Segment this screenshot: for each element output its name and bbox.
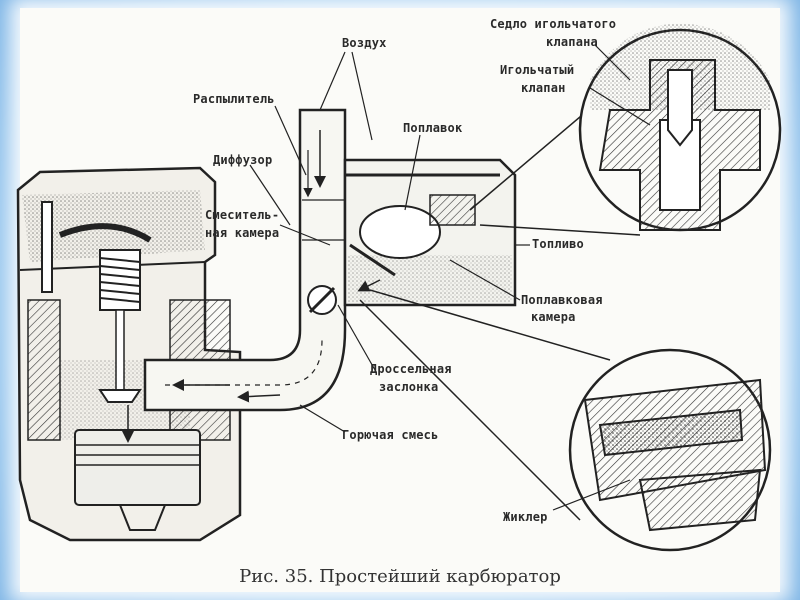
piston	[74, 405, 201, 531]
label-air: Воздух	[342, 36, 387, 50]
label-throttle-1: Дроссельная	[370, 362, 452, 376]
label-float: Поплавок	[403, 121, 463, 135]
float-chamber	[343, 158, 517, 307]
figure-caption: Рис. 35. Простейший карбюратор	[239, 566, 561, 587]
valve-spring-assembly	[41, 201, 152, 403]
label-float-chamber-1: Поплавковая	[521, 293, 603, 307]
label-mixing-chamber-1: Смеситель-	[205, 208, 280, 222]
label-diffuser: Диффузор	[213, 153, 273, 167]
label-needle-valve-1: Игольчатый	[500, 63, 575, 77]
label-fuel-mixture: Горючая смесь	[342, 428, 439, 442]
label-jet: Жиклер	[503, 510, 548, 524]
needle-valve-detail-circle	[469, 23, 782, 236]
label-throttle-2: заслонка	[379, 380, 439, 394]
label-fuel: Топливо	[532, 237, 584, 251]
label-mixing-chamber-2: ная камера	[205, 226, 280, 240]
label-float-chamber-2: камера	[531, 310, 576, 324]
label-needle-valve-2: клапан	[521, 81, 566, 95]
label-needle-seat-1: Седло игольчатого	[490, 17, 617, 31]
label-leader-lines	[249, 44, 651, 511]
jet-detail-circle	[359, 289, 772, 552]
intake-pipe	[143, 108, 347, 412]
label-needle-seat-2: клапана	[546, 35, 598, 49]
label-sprayer: Распылитель	[193, 92, 275, 106]
